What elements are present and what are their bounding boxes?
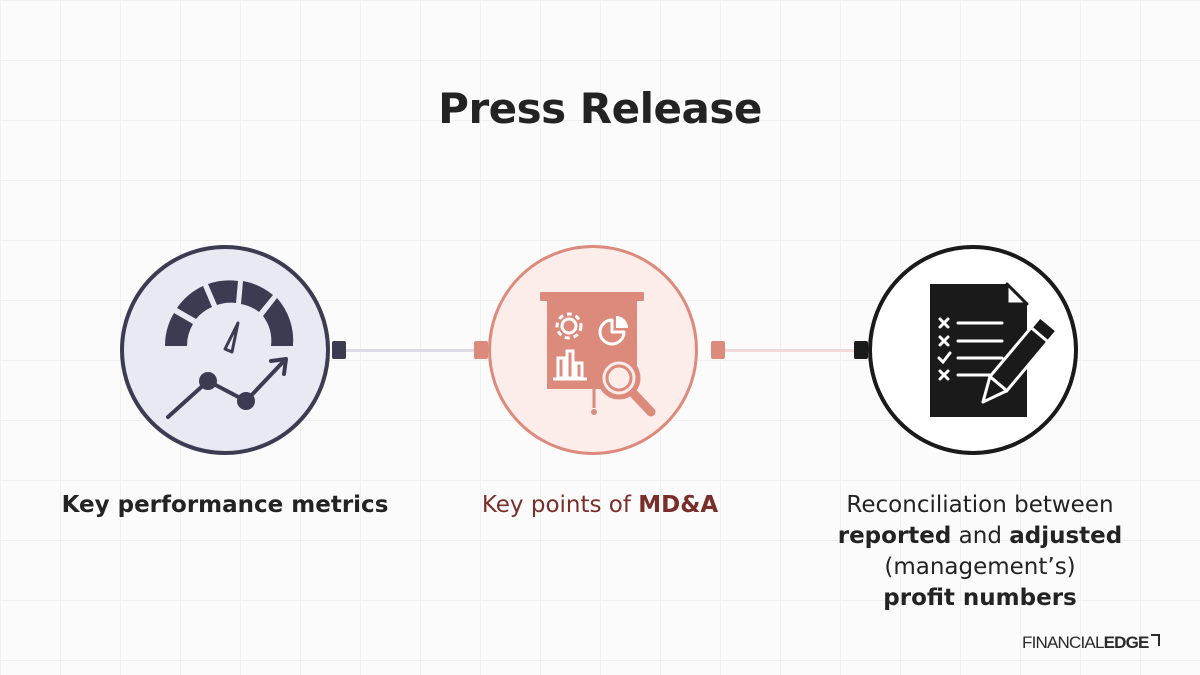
label-line: (management’s) <box>884 554 1076 580</box>
logo-text-bold: EDGE <box>1103 633 1150 652</box>
speedometer-chart-icon <box>164 280 294 419</box>
kpi-circle <box>120 245 330 455</box>
label-line: reported and adjusted <box>800 521 1160 552</box>
label-text: and <box>951 523 1010 549</box>
mdna-circle <box>488 245 698 455</box>
connector-right <box>722 349 854 352</box>
connector-tab <box>711 341 725 359</box>
checklist-document-pen-icon <box>930 282 1060 417</box>
connector-tab <box>474 341 488 359</box>
label-key-points-mdna: Key points of MD&A <box>410 490 790 521</box>
label-line: Reconciliation between <box>846 492 1114 518</box>
label-prefix: Key points of <box>481 492 639 518</box>
label-bold: MD&A <box>638 492 719 518</box>
page-title: Press Release <box>438 84 762 133</box>
label-bold: reported <box>837 523 952 549</box>
presentation-board-icon <box>540 292 656 417</box>
logo-corner-icon <box>1150 634 1160 646</box>
connector-tab <box>332 341 346 359</box>
financial-edge-logo: FINANCIALEDGE <box>1022 633 1160 653</box>
connector-tab <box>854 341 868 359</box>
label-line: profit numbers <box>800 583 1160 614</box>
label-reconciliation: Reconciliation between reported and adju… <box>800 490 1160 614</box>
reconciliation-circle <box>868 245 1078 455</box>
logo-text-light: FINANCIAL <box>1022 633 1104 652</box>
label-bold: profit numbers <box>883 585 1077 611</box>
label-key-performance-metrics: Key performance metrics <box>61 492 389 518</box>
label-bold: adjusted <box>1009 523 1123 549</box>
connector-left <box>346 349 476 352</box>
